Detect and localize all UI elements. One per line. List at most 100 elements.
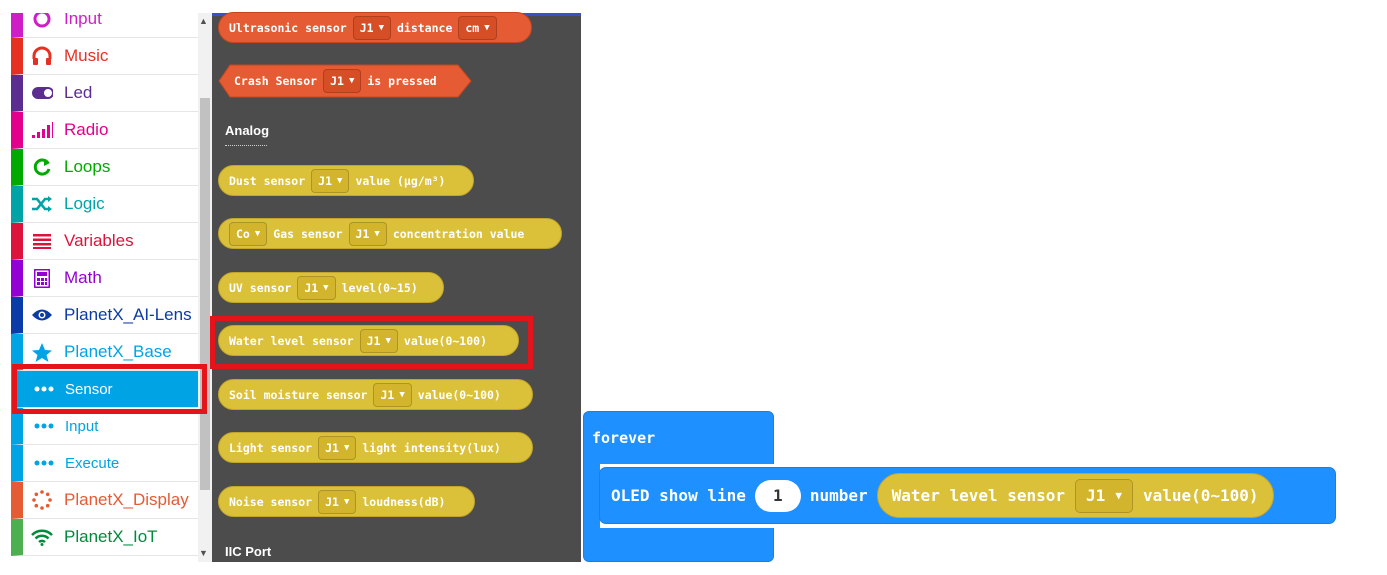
block-text: value (μg/m³) <box>355 173 446 188</box>
block-text: loudness(dB) <box>362 494 446 509</box>
dropdown-value: J1 <box>325 440 339 455</box>
section-underline <box>225 145 267 146</box>
category-radio[interactable]: Radio <box>11 112 198 149</box>
refresh-icon <box>31 156 53 178</box>
port-dropdown[interactable]: J1 ▼ <box>311 168 350 193</box>
scroll-down-arrow-icon[interactable]: ▼ <box>199 548 208 558</box>
noise-sensor-block[interactable]: Noise sensor J1 ▼ loudness(dB) <box>218 486 475 517</box>
block-text: value(0~100) <box>417 387 501 402</box>
oled-show-line-block[interactable]: OLED show line 1 number Water level sens… <box>599 467 1336 524</box>
eye-icon <box>31 304 53 326</box>
category-math[interactable]: Math <box>11 260 198 297</box>
port-dropdown[interactable]: J1 ▼ <box>297 275 336 300</box>
category-label: PlanetX_Display <box>64 490 189 509</box>
chevron-down-icon: ▼ <box>343 496 350 507</box>
dropdown-value: J1 <box>1086 486 1106 505</box>
category-variables[interactable]: Variables <box>11 223 198 260</box>
category-sensor[interactable]: Sensor <box>11 371 198 408</box>
dots-icon <box>33 415 55 437</box>
block-text: Water level sensor <box>891 486 1066 505</box>
category-loops[interactable]: Loops <box>11 149 198 186</box>
crash-sensor-block[interactable]: Crash Sensor J1▼ is pressed <box>228 65 460 96</box>
block-text: concentration value <box>392 226 525 241</box>
sidebar-scrollbar-thumb[interactable] <box>200 98 210 490</box>
chevron-down-icon: ▼ <box>399 389 405 400</box>
category-planetx-base[interactable]: PlanetX_Base <box>11 334 198 371</box>
block-text: Crash Sensor <box>234 73 318 88</box>
category-planetx-display[interactable]: PlanetX_Display <box>11 482 198 519</box>
toggle-icon <box>31 82 53 104</box>
dots-icon <box>33 452 55 474</box>
ultrasonic-sensor-block[interactable]: Ultrasonic sensor J1▼ distance cm▼ <box>218 12 532 43</box>
category-led[interactable]: Led <box>11 75 198 112</box>
category-planetx-iot[interactable]: PlanetX_IoT <box>11 519 198 556</box>
block-text: Light sensor <box>229 440 313 455</box>
port-dropdown[interactable]: J1▼ <box>318 435 357 460</box>
scroll-up-arrow-icon[interactable]: ▲ <box>199 16 208 26</box>
soil-moisture-sensor-block[interactable]: Soil moisture sensor J1▼ value(0~100) <box>218 379 533 410</box>
dropdown-value: J1 <box>330 73 344 88</box>
gas-sensor-block[interactable]: Co▼ Gas sensor J1▼ concentration value <box>218 218 562 249</box>
block-text: distance <box>396 20 453 35</box>
port-dropdown[interactable]: J1 ▼ <box>373 382 412 407</box>
category-label: Logic <box>64 194 105 213</box>
unit-dropdown[interactable]: cm▼ <box>458 15 497 40</box>
block-text: Ultrasonic sensor <box>229 20 347 35</box>
water-level-sensor-block[interactable]: Water level sensor J1▼ value(0~100) <box>218 325 519 356</box>
chevron-down-icon: ▼ <box>385 335 391 346</box>
block-text: UV sensor <box>229 280 292 295</box>
chevron-down-icon: ▼ <box>337 175 343 186</box>
dots-icon <box>33 378 55 400</box>
port-dropdown[interactable]: J1▼ <box>348 221 387 246</box>
category-planetx-ai-lens[interactable]: PlanetX_AI-Lens <box>11 297 198 334</box>
block-text: OLED show line <box>611 486 746 505</box>
category-input[interactable]: Input <box>11 13 198 38</box>
port-dropdown[interactable]: J1▼ <box>352 15 391 40</box>
block-text: Noise sensor <box>229 494 313 509</box>
dropdown-value: J1 <box>325 494 339 509</box>
chevron-down-icon: ▼ <box>1115 489 1122 502</box>
block-text: is pressed <box>367 73 437 88</box>
section-heading-iic-port: IIC Port <box>225 544 272 559</box>
block-text: Gas sensor <box>273 226 343 241</box>
star-icon <box>31 341 53 363</box>
light-sensor-block[interactable]: Light sensor J1▼ light intensity(lux) <box>218 432 533 463</box>
chevron-down-icon: ▼ <box>378 22 384 33</box>
block-text: value(0~100) <box>403 333 487 348</box>
block-text: Dust sensor <box>229 173 306 188</box>
category-label: Sensor <box>65 380 113 398</box>
port-dropdown[interactable]: J1▼ <box>323 68 362 93</box>
uv-sensor-block[interactable]: UV sensor J1▼ level(0~15) <box>218 272 444 303</box>
category-label: Input <box>64 13 102 28</box>
dropdown-value: J1 <box>380 387 395 402</box>
gas-type-dropdown[interactable]: Co▼ <box>229 221 268 246</box>
shuffle-icon <box>31 193 53 215</box>
block-text: Water level sensor <box>229 333 354 348</box>
dropdown-value: J1 <box>304 280 319 295</box>
category-label: Execute <box>65 454 120 472</box>
port-dropdown[interactable]: J1 ▼ <box>318 489 357 514</box>
block-text: light intensity(lux) <box>362 440 501 455</box>
category-logic[interactable]: Logic <box>11 186 198 223</box>
circle-icon <box>31 13 53 30</box>
port-dropdown[interactable]: J1 ▼ <box>1075 478 1133 513</box>
dust-sensor-block[interactable]: Dust sensor J1 ▼ value (μg/m³) <box>218 165 474 196</box>
category-input-sub[interactable]: Input <box>11 408 198 445</box>
signal-bars-icon <box>31 119 53 141</box>
category-label: Math <box>64 268 102 287</box>
category-label: PlanetX_AI-Lens <box>64 305 192 324</box>
dropdown-value: cm <box>465 20 480 35</box>
category-music[interactable]: Music <box>11 38 198 75</box>
category-execute[interactable]: Execute <box>11 445 198 482</box>
dropdown-value: J1 <box>318 173 333 188</box>
water-level-sensor-reporter[interactable]: Water level sensor J1▼ value(0~100) <box>876 473 1274 518</box>
category-label: PlanetX_Base <box>64 342 172 361</box>
wifi-icon <box>31 526 53 548</box>
category-label: PlanetX_IoT <box>64 527 158 546</box>
line-number-input[interactable]: 1 <box>754 479 801 512</box>
calculator-icon <box>31 267 53 289</box>
chevron-down-icon: ▼ <box>374 228 380 239</box>
port-dropdown[interactable]: J1▼ <box>359 328 398 353</box>
chevron-down-icon: ▼ <box>323 282 329 293</box>
list-icon <box>31 230 53 252</box>
